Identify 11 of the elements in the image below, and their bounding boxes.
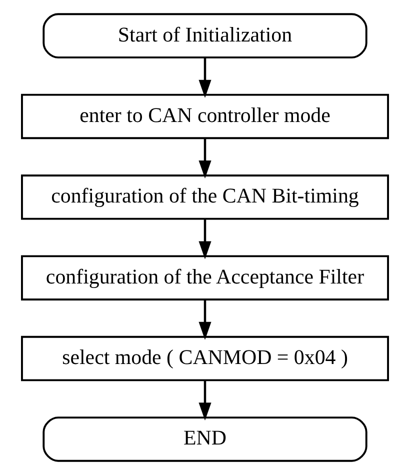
node-box: select mode ( CANMOD = 0x04 )	[20, 336, 388, 382]
node-box: enter to CAN controller mode	[20, 94, 388, 140]
node-box: Start of Initialization	[42, 13, 367, 58]
arrow	[198, 138, 211, 179]
node-box: END	[42, 416, 367, 462]
arrow	[198, 380, 211, 421]
arrow	[198, 58, 211, 98]
node-box: configuration of the CAN Bit-timing	[20, 174, 388, 220]
arrow	[198, 219, 211, 260]
arrow	[198, 300, 211, 340]
node-box: configuration of the Acceptance Filter	[20, 255, 388, 300]
